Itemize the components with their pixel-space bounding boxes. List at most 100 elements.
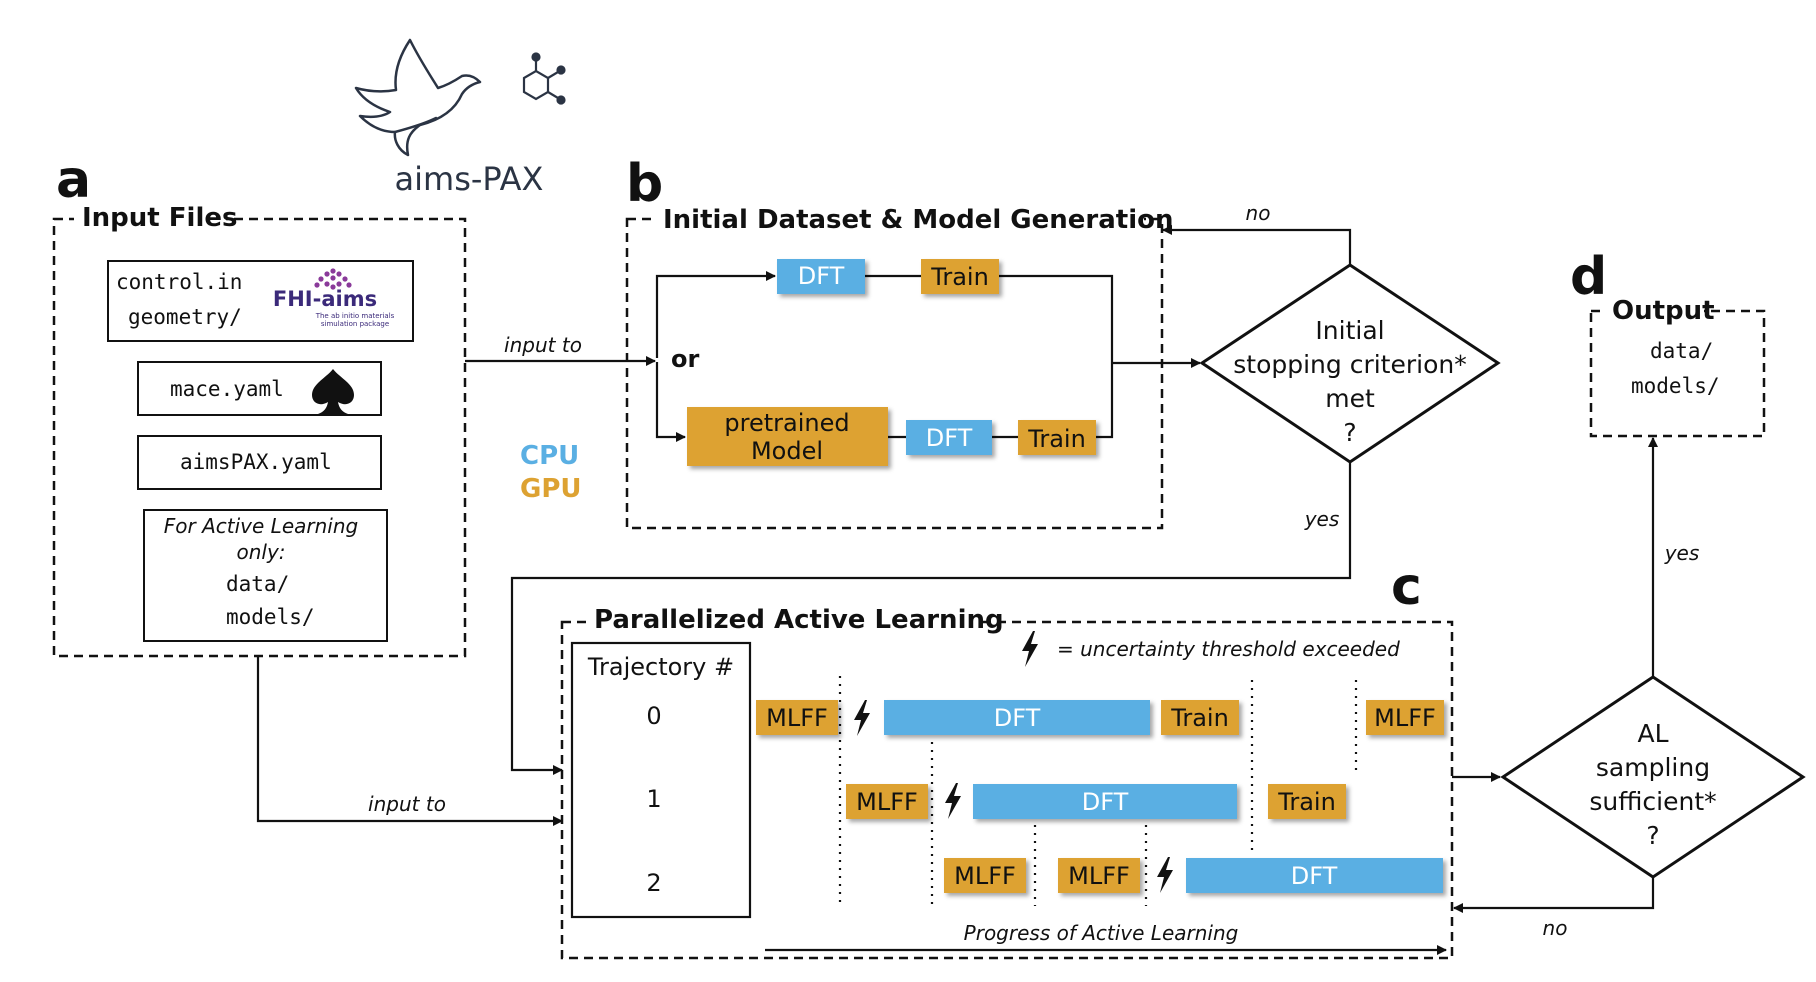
mlff-box-row0-b [1366, 700, 1444, 735]
bolt-icon-row0 [854, 700, 870, 736]
dft-box-row0 [884, 700, 1150, 735]
panel-letter-a: a [56, 150, 91, 210]
panel-c-title: Parallelized Active Learning [594, 605, 1004, 635]
train-label-bottom: Train [1027, 425, 1086, 453]
dft-box-row1 [973, 784, 1237, 819]
al-note-line-1: For Active Learning [164, 514, 358, 538]
spade-icon [312, 369, 354, 414]
mlff-box-row1 [846, 784, 928, 819]
train-box-bottom [1018, 420, 1096, 455]
output-data-dir: data/ [1650, 339, 1713, 363]
uncertainty-bolt-icon [1022, 631, 1038, 667]
fhi-aims-logo-icon: FHI-aims The ab initio materials simulat… [273, 268, 395, 328]
bolt-icon-row1 [945, 783, 961, 819]
aimspax-yaml-file: aimsPAX.yaml [180, 450, 332, 474]
decision-2-line-1: AL [1637, 719, 1668, 748]
pretrained-label-1: pretrained [724, 409, 849, 437]
dft-label-row0: DFT [994, 704, 1041, 732]
trajectory-table [570, 641, 752, 919]
fhi-aims-input-box [107, 260, 414, 342]
trajectory-0: 0 [646, 702, 661, 730]
decision-2-line-4: ? [1646, 821, 1659, 850]
panel-b-title: Initial Dataset & Model Generation [663, 205, 1174, 235]
mlff-box-row2-b [1058, 858, 1140, 893]
legend-cpu: CPU [520, 441, 579, 471]
no-label-2: no [1543, 916, 1568, 940]
dft-label-bottom: DFT [926, 424, 973, 452]
decision-1-line-1: Initial [1315, 316, 1384, 345]
pretrained-label-2: Model [751, 437, 823, 465]
dft-label-top: DFT [798, 262, 845, 290]
geometry-dir: geometry/ [128, 305, 242, 329]
progress-label: Progress of Active Learning [964, 921, 1239, 945]
panel-input-files: Input Files control.in geometry/ FHI-aim… [52, 202, 467, 658]
mlff-label-row2-a: MLFF [954, 862, 1016, 890]
dft-box-bottom [906, 420, 992, 455]
dft-label-row2: DFT [1291, 862, 1338, 890]
decision-initial-stopping: Initial stopping criterion* met ? [1199, 263, 1501, 464]
fhi-aims-tagline-2: simulation package [321, 320, 389, 328]
mlff-label-row0-a: MLFF [766, 704, 828, 732]
al-models-dir: models/ [226, 605, 315, 629]
input-to-label-b: input to [504, 333, 582, 357]
decision-2-line-2: sampling [1596, 753, 1710, 782]
decision-1-line-2: stopping criterion* [1233, 350, 1466, 379]
legend-gpu: GPU [520, 474, 582, 504]
output-models-dir: models/ [1631, 374, 1720, 398]
fhi-aims-brand: FHI-aims [273, 287, 377, 311]
al-note-line-2: only: [236, 540, 285, 564]
time-step-separators [838, 676, 1358, 906]
decision-1-line-4: ? [1343, 418, 1356, 447]
panel-letter-d: d [1570, 247, 1607, 307]
no-label-1: no [1246, 201, 1271, 225]
mace-yaml-file: mace.yaml [170, 377, 284, 401]
decision-al-sufficient: AL sampling sufficient* ? [1500, 675, 1806, 879]
aimspax-yaml-box [137, 435, 382, 490]
decision-1-line-3: met [1325, 384, 1375, 413]
train-label-row0: Train [1170, 704, 1229, 732]
uncertainty-note: = uncertainty threshold exceeded [1057, 637, 1400, 661]
train-box-row1 [1268, 784, 1346, 819]
mlff-box-row0-a [756, 700, 838, 735]
train-box-top [921, 259, 999, 294]
or-label: or [671, 345, 699, 373]
mlff-label-row2-b: MLFF [1068, 862, 1130, 890]
train-box-row0 [1161, 700, 1239, 735]
logo-title: aims-PAX [395, 160, 544, 198]
mlff-label-row1: MLFF [856, 788, 918, 816]
arrow-no-to-b [1162, 225, 1352, 265]
train-label-top: Train [930, 263, 989, 291]
al-data-dir: data/ [226, 572, 289, 596]
al-inputs-box [143, 509, 388, 642]
molecule-icon [522, 52, 566, 105]
fhi-aims-tagline-1: The ab initio materials [315, 312, 395, 320]
panel-letter-c: c [1391, 557, 1422, 617]
mlff-box-row2-a [944, 858, 1026, 893]
panel-parallel-active-learning: Parallelized Active Learning = uncertain… [560, 604, 1454, 960]
yes-label-1: yes [1304, 507, 1340, 531]
yes-label-2: yes [1664, 541, 1700, 565]
panel-a-title: Input Files [82, 203, 237, 233]
aims-pax-logo: aims-PAX [354, 38, 566, 198]
arrow-input-to-c [256, 656, 563, 826]
dove-icon [354, 38, 482, 157]
arrow-no-to-c [1453, 877, 1655, 913]
dft-label-row1: DFT [1082, 788, 1129, 816]
dft-box-top [777, 259, 865, 294]
trajectory-2: 2 [646, 869, 661, 897]
bolt-icon-row2 [1157, 857, 1173, 893]
trajectory-1: 1 [646, 785, 661, 813]
panel-initial-generation: Initial Dataset & Model Generation or DF… [625, 202, 1174, 530]
input-to-label-c: input to [368, 792, 446, 816]
control-in-file: control.in [116, 270, 242, 294]
trajectory-header: Trajectory # [587, 653, 734, 681]
panel-d-title: Output [1612, 296, 1715, 326]
decision-2-line-3: sufficient* [1589, 787, 1716, 816]
train-label-row1: Train [1277, 788, 1336, 816]
mlff-label-row0-b: MLFF [1374, 704, 1436, 732]
pretrained-model-box [687, 407, 888, 466]
arrow-yes-to-c [510, 462, 1352, 775]
panel-output: Output data/ models/ [1589, 294, 1766, 438]
device-legend: CPU GPU [520, 441, 582, 504]
